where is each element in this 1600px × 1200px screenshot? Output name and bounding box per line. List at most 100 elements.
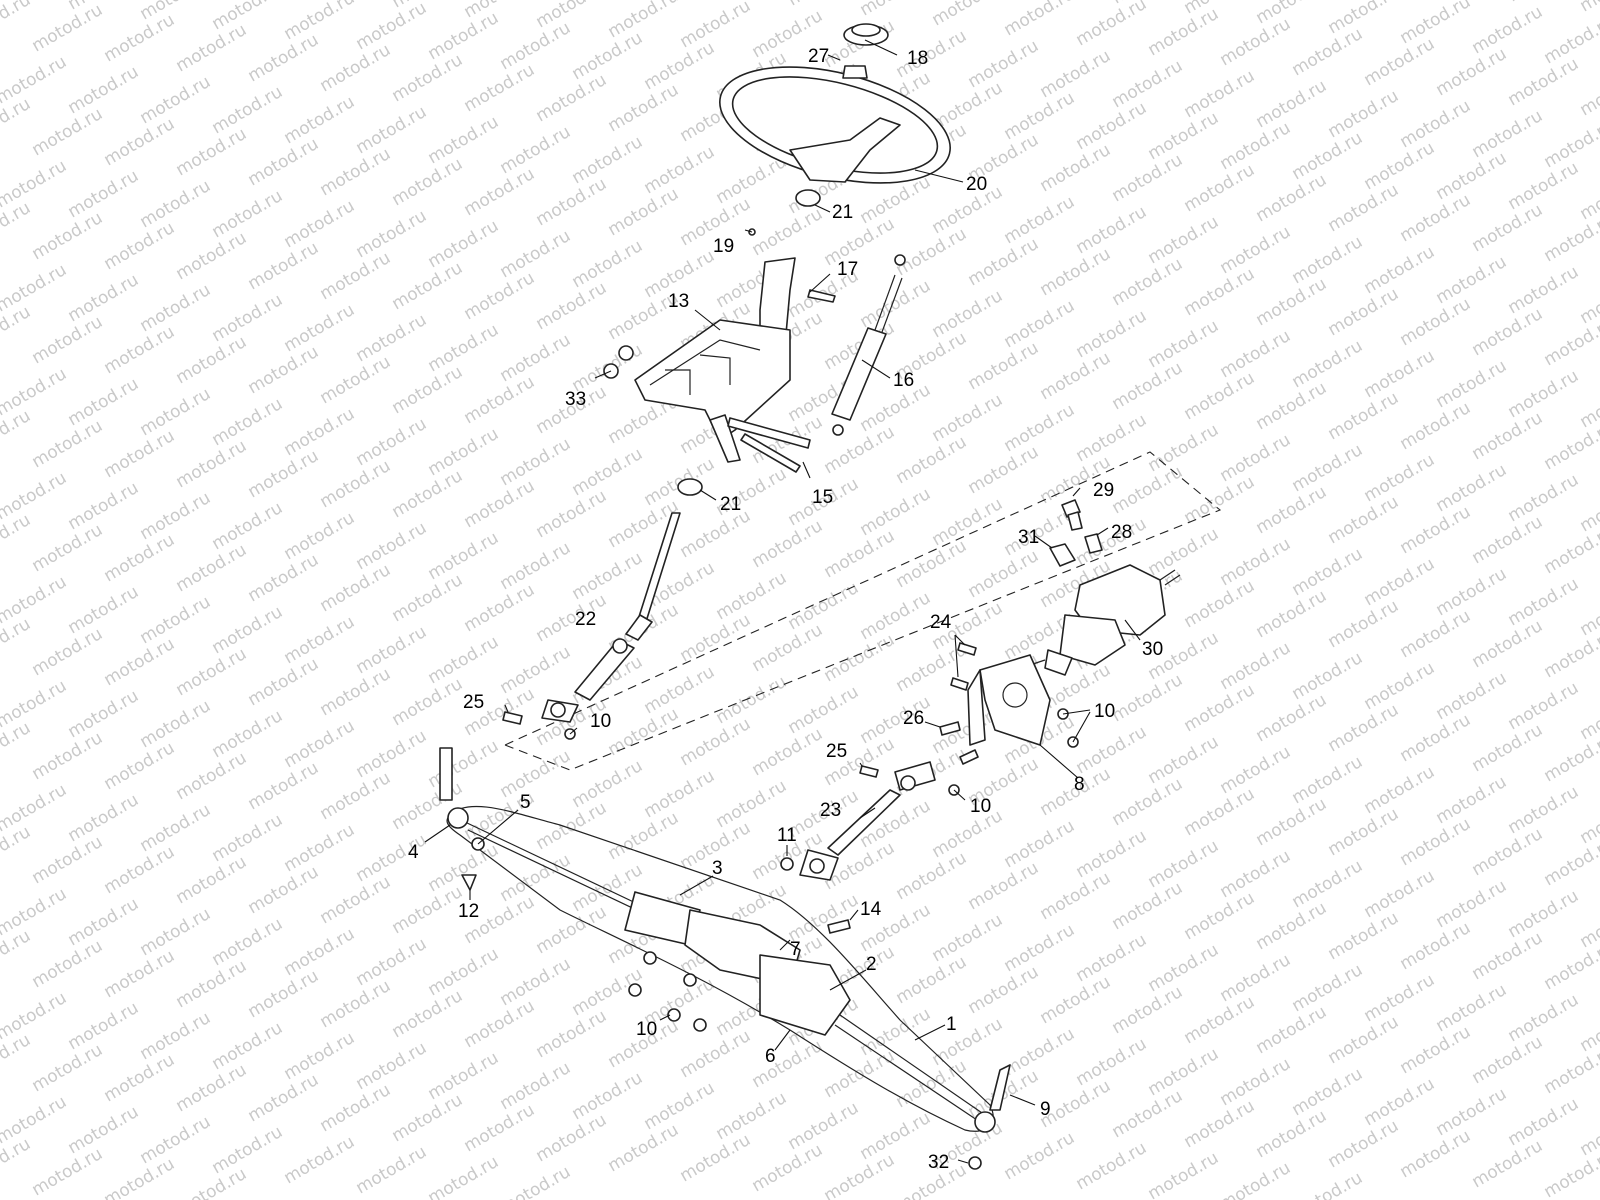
nuts-10-rack bbox=[628, 951, 707, 1032]
watermark-text: motod.ru bbox=[1001, 1128, 1079, 1184]
watermark-text: motod.ru bbox=[1109, 1086, 1187, 1142]
watermark-text: motod.ru bbox=[1109, 670, 1187, 726]
watermark-text: motod.ru bbox=[353, 1038, 431, 1094]
callout-3: 3 bbox=[712, 858, 723, 879]
watermark-text: motod.ru bbox=[1361, 34, 1439, 90]
watermark-text: motod.ru bbox=[65, 62, 143, 118]
watermark-text: motod.ru bbox=[1397, 710, 1475, 766]
watermark-text: motod.ru bbox=[1505, 782, 1583, 838]
watermark-text: motod.ru bbox=[245, 134, 323, 190]
watermark-text: motod.ru bbox=[65, 790, 143, 846]
watermark-text: motod.ru bbox=[1433, 876, 1511, 932]
watermark-text: motod.ru bbox=[1145, 836, 1223, 892]
watermark-text: motod.ru bbox=[389, 50, 467, 106]
watermark-text: motod.ru bbox=[605, 80, 683, 136]
watermark-text: motod.ru bbox=[1217, 638, 1295, 694]
watermark-text: motod.ru bbox=[1469, 824, 1547, 880]
callout-10-mid: 10 bbox=[970, 796, 991, 817]
watermark-text: motod.ru bbox=[317, 976, 395, 1032]
watermark-text: motod.ru bbox=[461, 996, 539, 1052]
watermark-text: motod.ru bbox=[1037, 972, 1115, 1028]
watermark-text: motod.ru bbox=[785, 1098, 863, 1154]
watermark-text: motod.ru bbox=[533, 1006, 611, 1062]
watermark-text: motod.ru bbox=[281, 508, 359, 564]
steering-rack bbox=[447, 807, 996, 1133]
watermark-text: motod.ru bbox=[281, 1132, 359, 1188]
watermark-text: motod.ru bbox=[29, 624, 107, 680]
assembly-boundary bbox=[504, 451, 1222, 771]
watermark-text: motod.ru bbox=[1145, 108, 1223, 164]
watermark-text: motod.ru bbox=[641, 766, 719, 822]
watermark-text: motod.ru bbox=[425, 840, 503, 896]
watermark-text: motod.ru bbox=[1181, 888, 1259, 944]
watermark-text: motod.ru bbox=[137, 176, 215, 232]
watermark-text: motod.ru bbox=[713, 672, 791, 728]
watermark-text: motod.ru bbox=[1253, 586, 1331, 642]
watermark-text: motod.ru bbox=[1361, 762, 1439, 818]
watermark-text: motod.ru bbox=[1001, 1024, 1079, 1080]
watermark-text: motod.ru bbox=[1181, 576, 1259, 632]
watermark-text: motod.ru bbox=[749, 1036, 827, 1092]
watermark-text: motod.ru bbox=[1505, 574, 1583, 630]
watermark-text: motod.ru bbox=[1361, 1074, 1439, 1130]
bushing-upper bbox=[795, 189, 821, 207]
watermark-text: motod.ru bbox=[29, 104, 107, 160]
watermark-text: motod.ru bbox=[281, 612, 359, 668]
watermark-text: motod.ru bbox=[1217, 846, 1295, 902]
watermark-text: motod.ru bbox=[1397, 1126, 1475, 1182]
watermark-text: motod.ru bbox=[29, 0, 107, 56]
nut-33 bbox=[603, 345, 634, 379]
watermark-text: motod.ru bbox=[893, 1056, 971, 1112]
watermark-text: motod.ru bbox=[389, 1090, 467, 1146]
watermark-text: motod.ru bbox=[353, 414, 431, 470]
watermark-text: motod.ru bbox=[1289, 1064, 1367, 1120]
watermark-text: motod.ru bbox=[1073, 1034, 1151, 1090]
fitting-31 bbox=[1049, 543, 1076, 567]
watermark-text: motod.ru bbox=[65, 894, 143, 950]
callout-6: 6 bbox=[765, 1046, 776, 1067]
watermark-text: motod.ru bbox=[1253, 1106, 1331, 1162]
watermark-text: motod.ru bbox=[425, 8, 503, 64]
watermark-text: motod.ru bbox=[317, 40, 395, 96]
watermark-text: motod.ru bbox=[1325, 700, 1403, 756]
watermark-text: motod.ru bbox=[209, 914, 287, 970]
watermark-text: motod.ru bbox=[1289, 440, 1367, 496]
watermark-text: motod.ru bbox=[317, 248, 395, 304]
watermark-text: motod.ru bbox=[821, 422, 899, 478]
watermark-text: motod.ru bbox=[1361, 242, 1439, 298]
watermark-text: motod.ru bbox=[677, 506, 755, 562]
callout-33: 33 bbox=[565, 389, 586, 410]
callout-2: 2 bbox=[866, 954, 877, 975]
watermark-text: motod.ru bbox=[389, 882, 467, 938]
watermark-text: motod.ru bbox=[713, 1088, 791, 1144]
watermark-text: motod.ru bbox=[1037, 46, 1115, 102]
watermark-text: motod.ru bbox=[1289, 648, 1367, 704]
callout-19: 19 bbox=[713, 236, 734, 257]
steering-wheel bbox=[719, 66, 951, 184]
watermark-text: motod.ru bbox=[1253, 170, 1331, 226]
watermark-text: motod.ru bbox=[497, 642, 575, 698]
watermark-text: motod.ru bbox=[893, 224, 971, 280]
watermark-text: motod.ru bbox=[461, 1100, 539, 1156]
watermark-text: motod.ru bbox=[1325, 596, 1403, 652]
watermark-text: motod.ru bbox=[965, 546, 1043, 602]
watermark-text: motod.ru bbox=[461, 580, 539, 636]
watermark-text: motod.ru bbox=[857, 588, 935, 644]
watermark-text: motod.ru bbox=[0, 52, 70, 108]
watermark-text: motod.ru bbox=[785, 682, 863, 738]
watermark-text: motod.ru bbox=[1145, 1044, 1223, 1100]
watermark-text: motod.ru bbox=[29, 520, 107, 576]
bolt-24b bbox=[950, 677, 969, 691]
watermark-text: motod.ru bbox=[173, 1060, 251, 1116]
watermark-text: motod.ru bbox=[0, 780, 70, 836]
watermark-text: motod.ru bbox=[497, 538, 575, 594]
watermark-text: motod.ru bbox=[749, 204, 827, 260]
watermark-text: motod.ru bbox=[209, 1122, 287, 1178]
watermark-text: motod.ru bbox=[1037, 244, 1115, 300]
watermark-text: motod.ru bbox=[1469, 200, 1547, 256]
watermark-text: motod.ru bbox=[1253, 482, 1331, 538]
watermark-text: motod.ru bbox=[245, 1070, 323, 1126]
watermark-text: motod.ru bbox=[1001, 400, 1079, 456]
watermark-text: motod.ru bbox=[1433, 356, 1511, 412]
watermark-text: motod.ru bbox=[1145, 940, 1223, 996]
